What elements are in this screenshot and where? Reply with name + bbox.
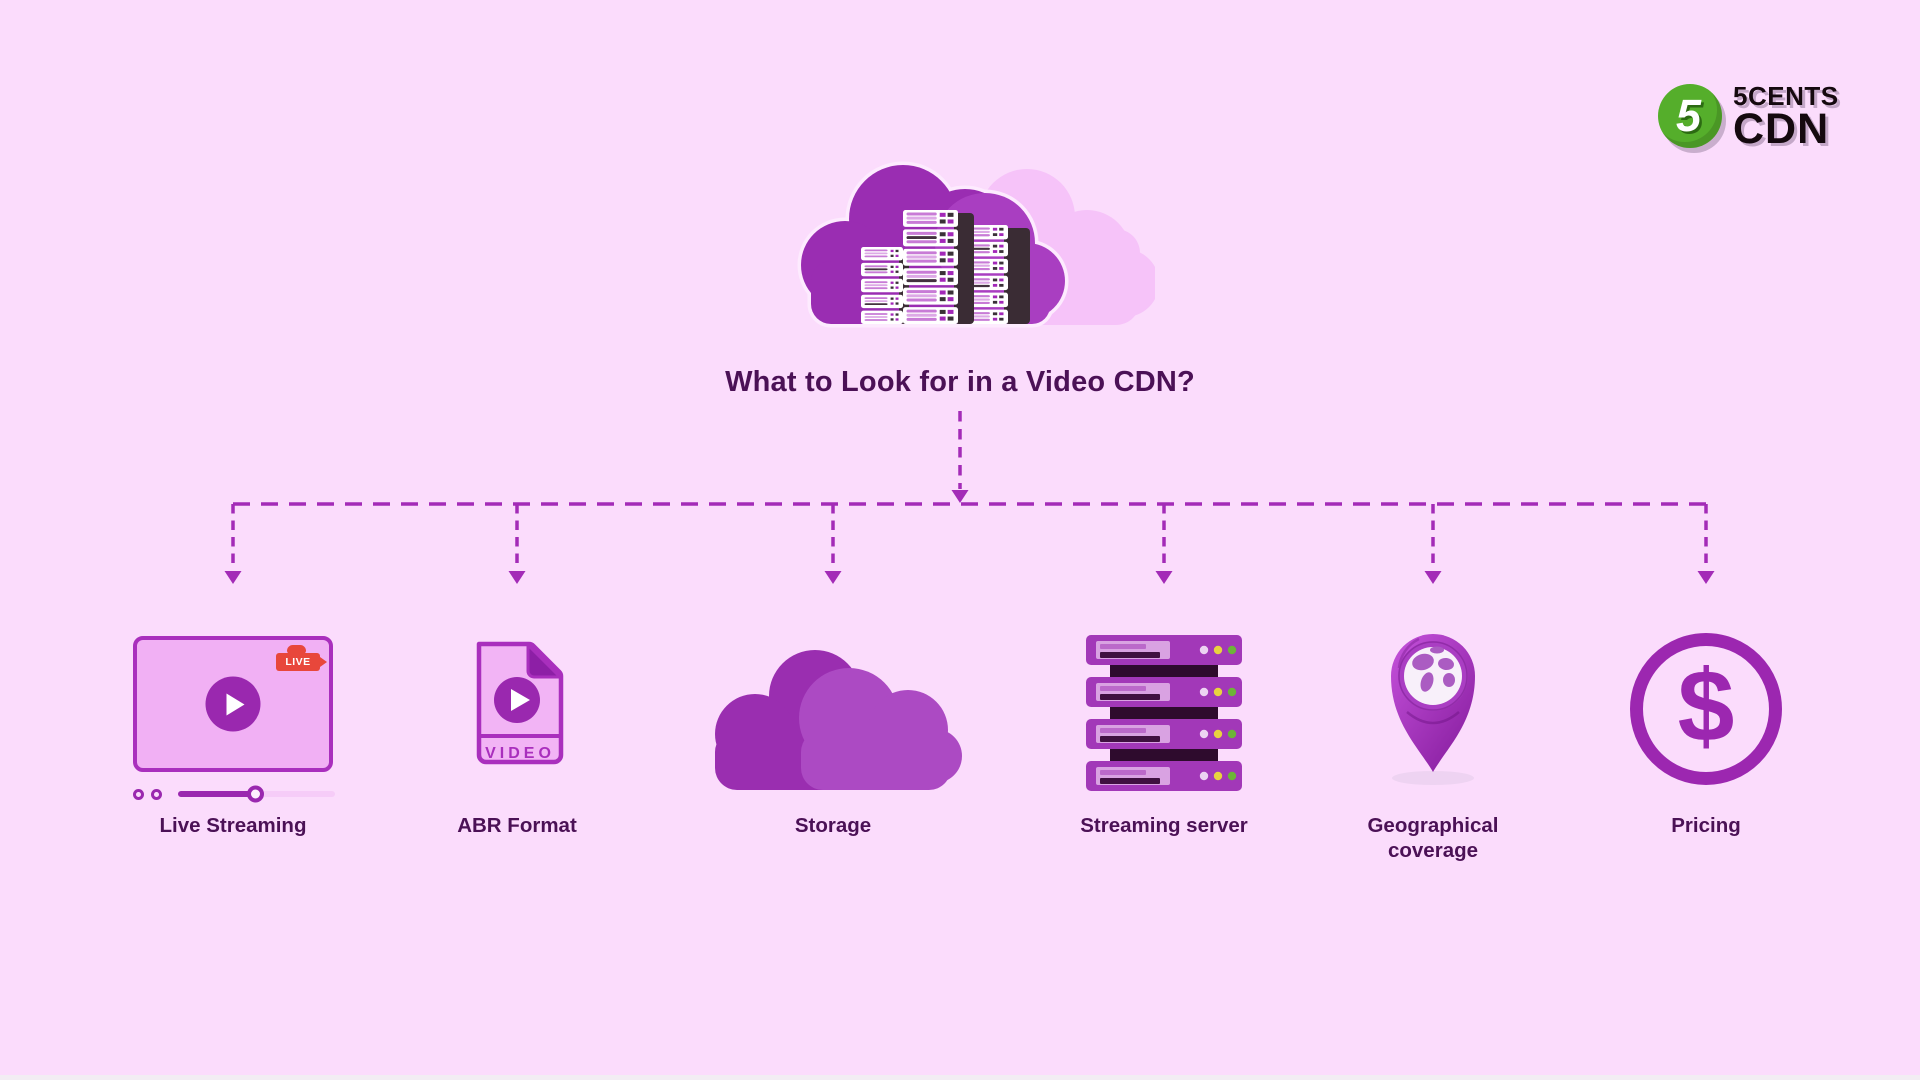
streaming-server-icon [1086,635,1242,791]
camera-blob-icon [287,645,306,654]
logo-text-cdn: CDN [1733,104,1830,153]
server-rack-icon [1086,635,1242,791]
label-geographical-coverage: Geographical coverage [1367,814,1499,862]
logo-text-5cents: 5CENTS [1733,81,1839,111]
video-file-icon: VIDEO [476,641,564,765]
map-pin-globe-icon [1391,634,1475,785]
cloud-icon [715,650,962,790]
geographical-coverage-icon [1383,624,1483,788]
page-title: What to Look for in a Video CDN? [725,366,1195,398]
logo-wordmark: 5CENTS CDN [1733,81,1839,153]
brand-logo: 5 5CENTS CDN [1658,81,1839,153]
label-streaming-server: Streaming server [1080,814,1248,837]
progress-thumb-icon [246,785,264,803]
label-storage: Storage [794,814,872,837]
label-live-streaming: Live Streaming [159,814,307,837]
progress-dot-icon [133,788,144,800]
play-triangle-icon [226,693,245,715]
bottom-edge-strip [0,1075,1920,1080]
pricing-icon: $ [1630,633,1782,785]
live-streaming-icon: LIVE [133,636,335,803]
cloud-servers-icon [797,161,1159,328]
camera-lens-icon [320,657,327,667]
abr-format-icon: VIDEO [467,640,567,768]
live-badge-label: LIVE [276,653,320,671]
progress-fill [177,791,256,797]
dollar-sign: $ [1677,649,1735,763]
dollar-circle-icon: $ [1630,633,1782,785]
play-icon [205,676,261,732]
label-abr-format: ABR Format [457,814,577,837]
cdn-cloud-servers-illustration [795,157,1159,332]
video-player-icon: LIVE [133,636,333,772]
progress-dot-icon [150,788,162,800]
progress-track [177,785,335,803]
label-pricing: Pricing [1671,814,1741,837]
connector-arrows [224,411,1715,584]
player-progress-bar [133,785,335,803]
live-badge: LIVE [276,645,327,671]
storage-icon [703,638,963,790]
video-file-text: VIDEO [485,745,555,762]
logo-digit: 5 [1675,90,1702,141]
logo-5-icon: 5 [1658,84,1722,148]
